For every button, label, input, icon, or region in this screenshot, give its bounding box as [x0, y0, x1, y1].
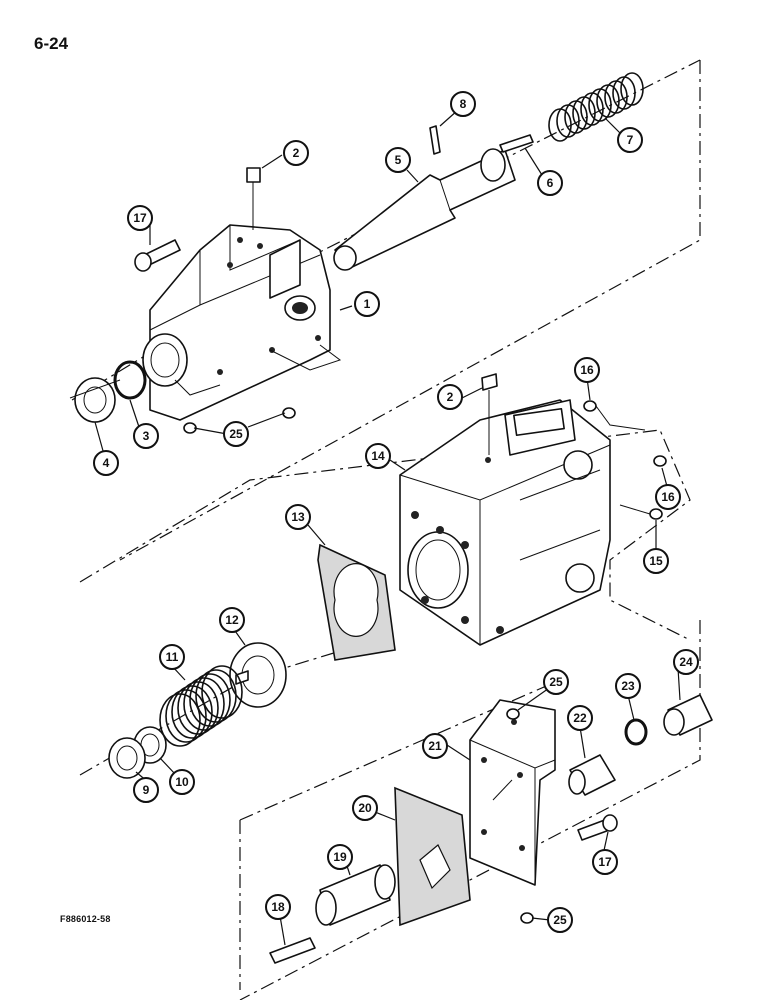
svg-text:19: 19 [333, 850, 347, 864]
cap-screw-lower [577, 814, 618, 841]
piston [229, 642, 287, 708]
svg-text:20: 20 [358, 801, 372, 815]
callout-21: 21 [422, 733, 448, 759]
callout-11: 11 [159, 644, 185, 670]
plugs-housing [583, 400, 667, 520]
control-pin [269, 937, 316, 964]
valve-housing [142, 224, 342, 421]
callout-14: 14 [365, 443, 391, 469]
callout-23: 23 [615, 673, 641, 699]
svg-text:16: 16 [661, 490, 675, 504]
svg-text:16: 16 [580, 363, 594, 377]
svg-text:22: 22 [573, 711, 587, 725]
spring-retainer [499, 134, 534, 153]
svg-text:5: 5 [395, 153, 402, 167]
callout-2-upper: 2 [283, 140, 309, 166]
callout-16-upper: 16 [574, 357, 600, 383]
svg-text:10: 10 [175, 775, 189, 789]
pump-housing [399, 399, 611, 646]
svg-text:13: 13 [291, 510, 305, 524]
callout-10: 10 [169, 769, 195, 795]
svg-text:18: 18 [271, 900, 285, 914]
spool-spring [548, 72, 644, 142]
callout-25-upper: 25 [223, 421, 249, 447]
figure-code: F886012-58 [60, 914, 111, 924]
callout-16-lower: 16 [655, 484, 681, 510]
callout-9: 9 [133, 777, 159, 803]
callout-7: 7 [617, 127, 643, 153]
pipe-plug-lower [481, 373, 498, 455]
callout-25-cover-top: 25 [543, 669, 569, 695]
plugs-upper [183, 407, 296, 434]
svg-text:12: 12 [225, 613, 239, 627]
svg-text:17: 17 [598, 855, 612, 869]
svg-text:7: 7 [627, 133, 634, 147]
svg-text:11: 11 [166, 650, 179, 664]
svg-text:6: 6 [547, 176, 554, 190]
callout-20: 20 [352, 795, 378, 821]
spring-coil [183, 677, 225, 731]
relief-cap [663, 694, 713, 736]
callout-13: 13 [285, 504, 311, 530]
spring-coil [620, 72, 644, 106]
spring-coil [189, 673, 231, 727]
callout-6: 6 [537, 170, 563, 196]
callout-24: 24 [673, 649, 699, 675]
spring-coil [171, 685, 213, 739]
svg-text:15: 15 [649, 554, 663, 568]
callout-18: 18 [265, 894, 291, 920]
cover-plate [469, 699, 556, 886]
callout-17-upper: 17 [127, 205, 153, 231]
callout-22: 22 [567, 705, 593, 731]
callout-17-lower: 17 [592, 849, 618, 875]
relief-o-ring [624, 718, 648, 746]
svg-text:23: 23 [621, 679, 635, 693]
svg-text:1: 1 [364, 297, 371, 311]
spool-pin [429, 125, 441, 155]
callout-19: 19 [327, 844, 353, 870]
shaft-seal [69, 377, 121, 423]
callout-5: 5 [385, 147, 411, 173]
spool [333, 148, 516, 271]
piston-spring [159, 665, 243, 747]
svg-text:2: 2 [447, 390, 454, 404]
spring-coil [177, 681, 219, 735]
svg-text:9: 9 [143, 783, 150, 797]
callout-1: 1 [354, 291, 380, 317]
spring-coil [159, 693, 201, 747]
svg-text:8: 8 [460, 97, 467, 111]
relief-fitting [568, 754, 616, 796]
svg-text:24: 24 [679, 655, 693, 669]
spring-coil [195, 669, 237, 723]
svg-text:3: 3 [143, 429, 150, 443]
gasket-upper [317, 543, 396, 661]
svg-text:2: 2 [293, 146, 300, 160]
callout-25-cover-bottom: 25 [547, 907, 573, 933]
callout-12: 12 [219, 607, 245, 633]
callout-4: 4 [93, 450, 119, 476]
gasket-lower [394, 786, 471, 927]
svg-text:25: 25 [229, 427, 243, 441]
svg-text:21: 21 [428, 739, 442, 753]
svg-text:14: 14 [371, 449, 385, 463]
page-number: 6-24 [34, 34, 69, 53]
callout-2-lower: 2 [437, 384, 463, 410]
control-spool [315, 864, 396, 926]
callout-15: 15 [643, 548, 669, 574]
svg-text:25: 25 [553, 913, 567, 927]
o-ring [113, 360, 147, 400]
callout-3: 3 [133, 423, 159, 449]
svg-text:4: 4 [103, 456, 110, 470]
svg-text:17: 17 [133, 211, 147, 225]
pipe-plug-upper [246, 167, 261, 230]
callout-8: 8 [450, 91, 476, 117]
spring-coil [165, 689, 207, 743]
cap-screw-upper [134, 239, 181, 272]
spring-coil [201, 665, 243, 719]
shim-washer [108, 737, 146, 779]
svg-text:25: 25 [549, 675, 563, 689]
